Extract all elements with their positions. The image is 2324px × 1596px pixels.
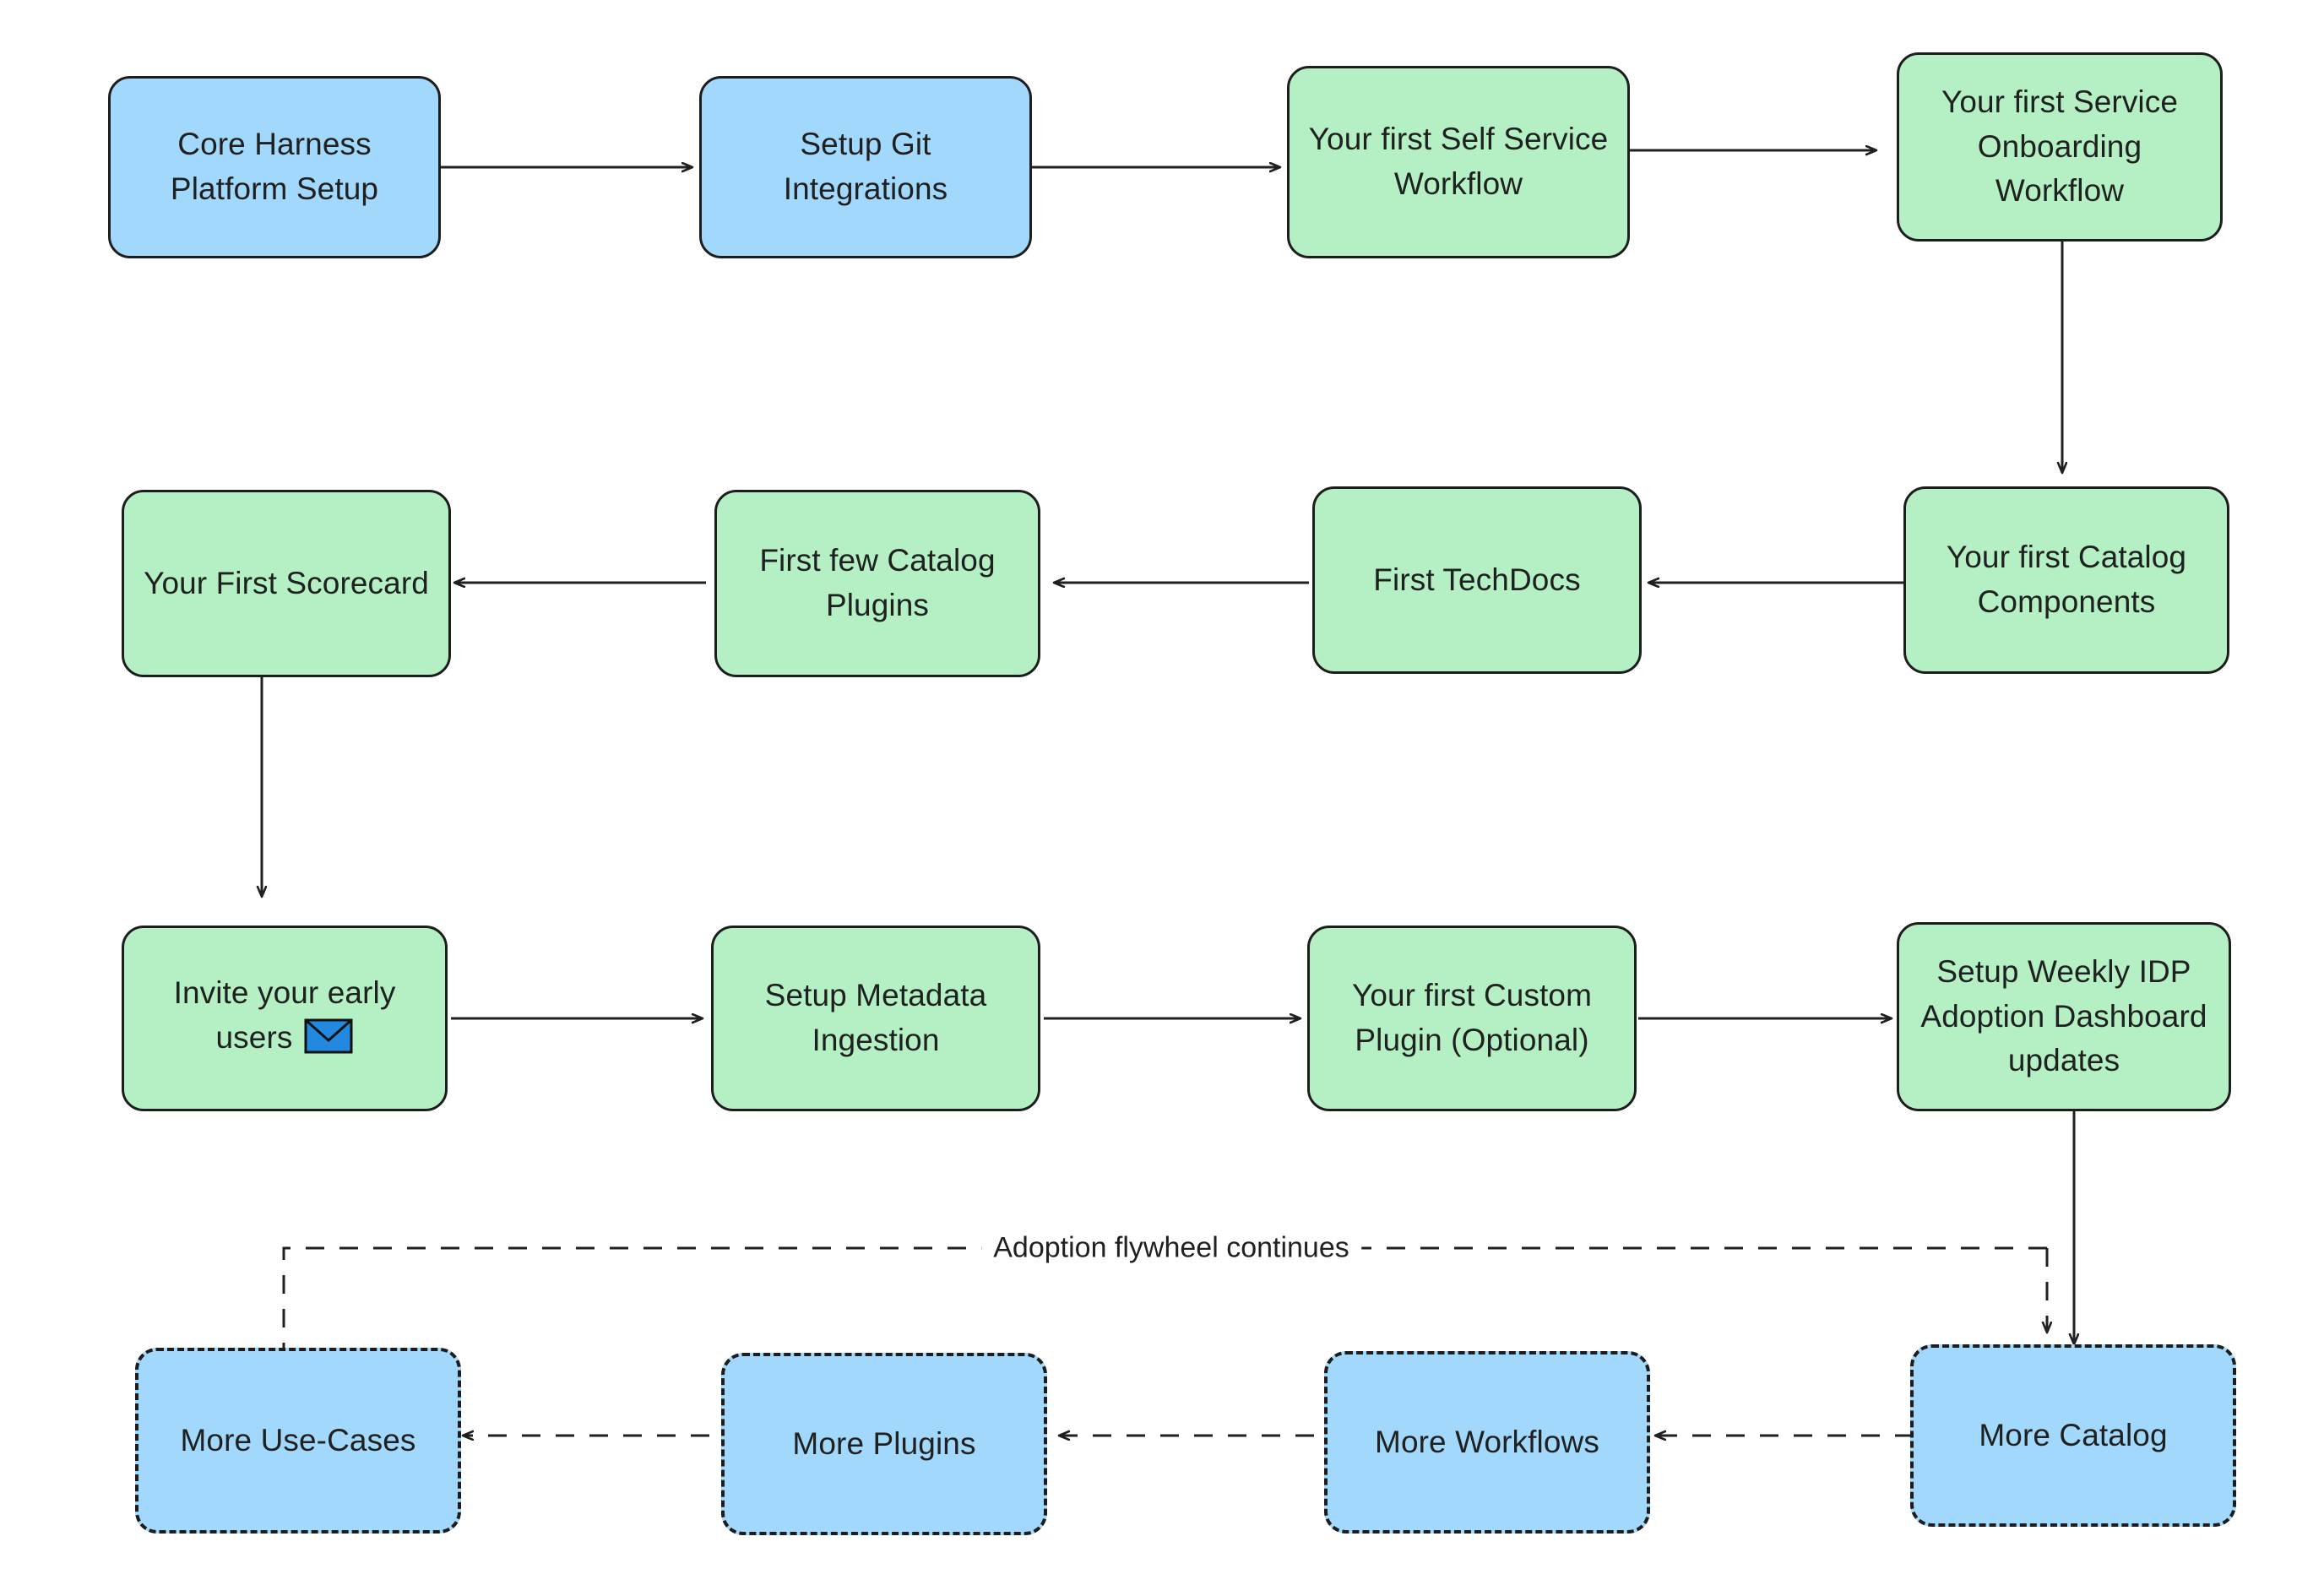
node-label: Invite your early users	[174, 971, 396, 1066]
node-setup-metadata-ingestion[interactable]: Setup Metadata Ingestion	[711, 926, 1040, 1111]
node-label: Your first Self Service Workflow	[1308, 122, 1609, 201]
node-invite-your-early-users[interactable]: Invite your early users	[122, 926, 448, 1111]
node-setup-weekly-idp-adoption-dashboard-updates[interactable]: Setup Weekly IDP Adoption Dashboard upda…	[1897, 922, 2231, 1111]
node-more-catalog[interactable]: More Catalog	[1910, 1344, 2236, 1527]
edge-label-adoption-flywheel: Adoption flywheel continues	[981, 1231, 1361, 1265]
node-core-harness-platform-setup[interactable]: Core Harness Platform Setup	[108, 76, 441, 258]
node-your-first-custom-plugin-optional[interactable]: Your first Custom Plugin (Optional)	[1307, 926, 1637, 1111]
node-label: Your First Scorecard	[144, 565, 429, 600]
node-label: Your first Catalog Components	[1946, 540, 2187, 619]
node-label: Setup Git Integrations	[783, 127, 948, 206]
node-more-workflows[interactable]: More Workflows	[1324, 1351, 1650, 1534]
envelope-icon	[304, 1018, 353, 1067]
node-label: First few Catalog Plugins	[759, 543, 996, 622]
node-first-few-catalog-plugins[interactable]: First few Catalog Plugins	[714, 490, 1040, 677]
node-label: Your first Service Onboarding Workflow	[1941, 84, 2179, 209]
node-your-first-service-onboarding-workflow[interactable]: Your first Service Onboarding Workflow	[1897, 52, 2223, 242]
node-label: Core Harness Platform Setup	[170, 127, 379, 206]
node-setup-git-integrations[interactable]: Setup Git Integrations	[699, 76, 1032, 258]
node-label: More Plugins	[792, 1425, 976, 1461]
node-label: Setup Metadata Ingestion	[764, 978, 987, 1057]
node-label: Setup Weekly IDP Adoption Dashboard upda…	[1920, 954, 2207, 1078]
node-first-techdocs[interactable]: First TechDocs	[1312, 486, 1642, 674]
node-more-use-cases[interactable]: More Use-Cases	[135, 1348, 461, 1534]
node-label: More Workflows	[1375, 1424, 1599, 1459]
node-label: First TechDocs	[1373, 562, 1581, 597]
node-your-first-catalog-components[interactable]: Your first Catalog Components	[1903, 486, 2229, 674]
node-label: More Use-Cases	[180, 1422, 416, 1458]
node-your-first-scorecard[interactable]: Your First Scorecard	[122, 490, 451, 677]
node-label: Your first Custom Plugin (Optional)	[1351, 978, 1593, 1057]
node-label: More Catalog	[1979, 1417, 2168, 1452]
node-your-first-self-service-workflow[interactable]: Your first Self Service Workflow	[1287, 66, 1630, 258]
node-more-plugins[interactable]: More Plugins	[721, 1353, 1047, 1535]
